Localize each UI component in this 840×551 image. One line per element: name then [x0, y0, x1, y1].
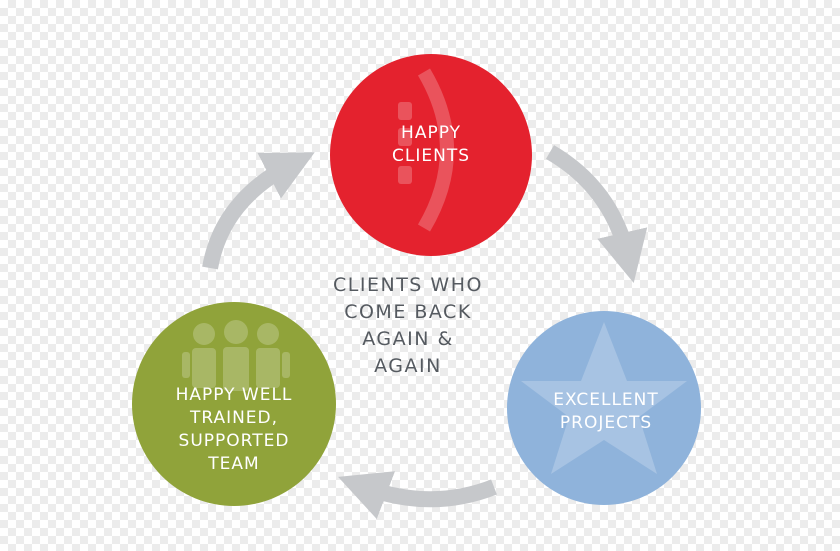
team-label-line2: TRAINED,: [189, 408, 278, 428]
arrow-clients-to-projects: [545, 145, 648, 283]
team-label-line1: HAPPY WELL: [176, 385, 293, 405]
smiley-icon: [398, 68, 454, 232]
team-label-line3: SUPPORTED: [179, 431, 290, 451]
team-label-line4: TEAM: [207, 454, 259, 474]
happy-clients-label-line2: CLIENTS: [392, 146, 470, 166]
excellent-projects-circle: [507, 311, 701, 505]
arrow-projects-to-team: [338, 471, 497, 520]
node-team: HAPPY WELL TRAINED, SUPPORTED TEAM: [132, 302, 336, 506]
node-excellent-projects: EXCELLENT PROJECTS: [507, 311, 701, 505]
excellent-projects-label-line1: EXCELLENT: [553, 390, 659, 410]
star-icon: [521, 322, 687, 474]
center-caption-line4: AGAIN: [374, 355, 442, 377]
team-circle: [132, 302, 336, 506]
team-people-icon: [182, 320, 290, 391]
happy-clients-circle: [330, 54, 532, 256]
happy-clients-label-line1: HAPPY: [401, 123, 461, 143]
excellent-projects-label-line2: PROJECTS: [560, 413, 652, 433]
node-happy-clients: HAPPY CLIENTS: [330, 54, 532, 256]
center-caption-line3: AGAIN &: [362, 328, 454, 350]
center-caption-line1: CLIENTS WHO: [333, 274, 483, 296]
center-caption: CLIENTS WHO COME BACK AGAIN & AGAIN: [333, 274, 483, 377]
center-caption-line2: COME BACK: [344, 301, 472, 323]
arrow-team-to-clients: [202, 152, 315, 270]
